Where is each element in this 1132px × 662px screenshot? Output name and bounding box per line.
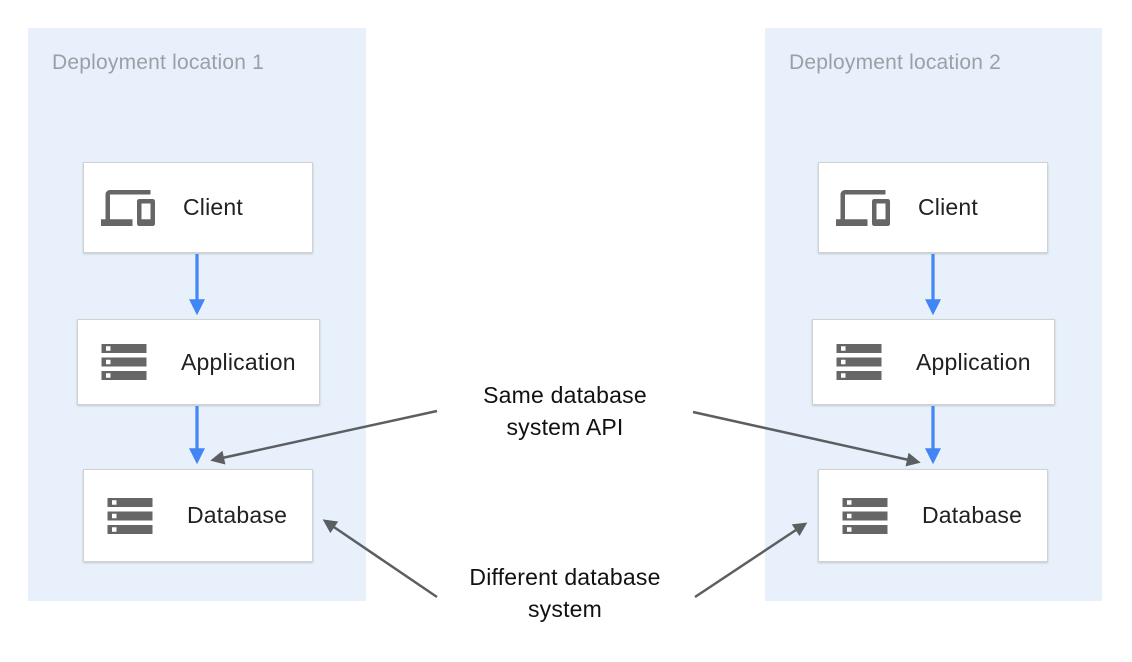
node-application-1: Application xyxy=(77,319,320,405)
node-label: Application xyxy=(916,348,1031,375)
annotation-line: Different database xyxy=(469,564,661,590)
devices-icon xyxy=(834,181,892,235)
storage-icon xyxy=(93,335,155,389)
storage-icon xyxy=(834,489,896,543)
node-database-2: Database xyxy=(818,469,1048,562)
annotation-same-database-api: Same database system API xyxy=(450,379,680,443)
node-label: Database xyxy=(187,502,288,528)
node-database-1: Database xyxy=(83,469,313,562)
node-application-2: Application xyxy=(812,319,1055,405)
storage-icon xyxy=(99,489,161,543)
node-client-2: Client xyxy=(818,162,1048,253)
devices-icon xyxy=(99,181,157,235)
node-label: Client xyxy=(183,194,244,220)
node-label: Client xyxy=(918,194,979,220)
panel-title: Deployment location 2 xyxy=(789,51,1001,74)
node-label: Database xyxy=(922,502,1023,528)
annotation-line: system xyxy=(527,596,603,622)
node-label: Application xyxy=(181,348,296,375)
annotation-different-database-system: Different database system xyxy=(450,561,680,625)
annotation-line: system API xyxy=(506,414,624,440)
annotation-line: Same database xyxy=(483,382,647,408)
storage-icon xyxy=(828,335,890,389)
panel-title: Deployment location 1 xyxy=(52,51,264,74)
node-client-1: Client xyxy=(83,162,313,253)
